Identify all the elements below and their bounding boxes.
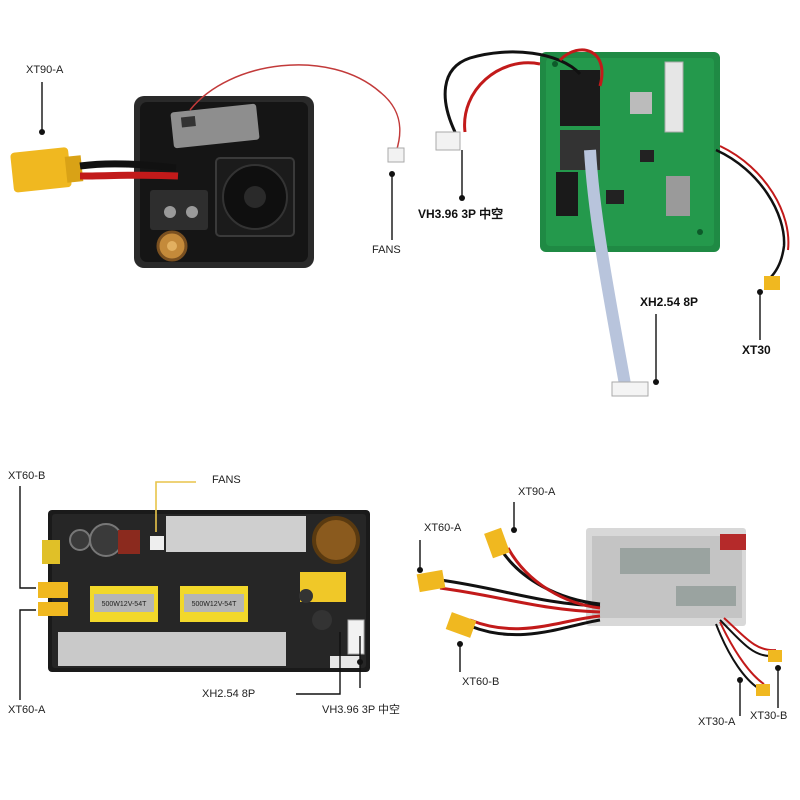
- label-xt90-a-harness: XT90-A: [518, 486, 556, 498]
- label-fans-fan-module: FANS: [372, 244, 401, 256]
- label-xt30-b-harness: XT30-B: [750, 710, 788, 722]
- label-xh254-controller: XH2.54 8P: [640, 295, 699, 309]
- fan-module-photo: [10, 64, 405, 268]
- transformer-label-1: 500W12V-54T: [102, 601, 147, 608]
- power-supply-board-photo: 500W12V-54T 500W12V-54T: [38, 510, 370, 672]
- wiring-harness-photo: [416, 527, 782, 696]
- label-xh254-psu: XH2.54 8P: [202, 688, 256, 700]
- label-vh396-controller: VH3.96 3P 中空: [418, 207, 504, 221]
- label-xt60-a-psu: XT60-A: [8, 704, 46, 716]
- label-xt60-b-harness: XT60-B: [462, 676, 500, 688]
- controller-board-photo: [435, 48, 790, 397]
- label-xt30-controller: XT30: [742, 343, 771, 357]
- label-vh396-psu: VH3.96 3P 中空: [322, 704, 401, 716]
- label-xt30-a-harness: XT30-A: [698, 716, 736, 728]
- label-fans-psu: FANS: [212, 474, 241, 486]
- label-xt60-b-psu: XT60-B: [8, 470, 46, 482]
- transformer-label-2: 500W12V-54T: [192, 601, 237, 608]
- label-xt90-a-fan-module: XT90-A: [26, 64, 64, 76]
- label-xt60-a-harness: XT60-A: [424, 522, 462, 534]
